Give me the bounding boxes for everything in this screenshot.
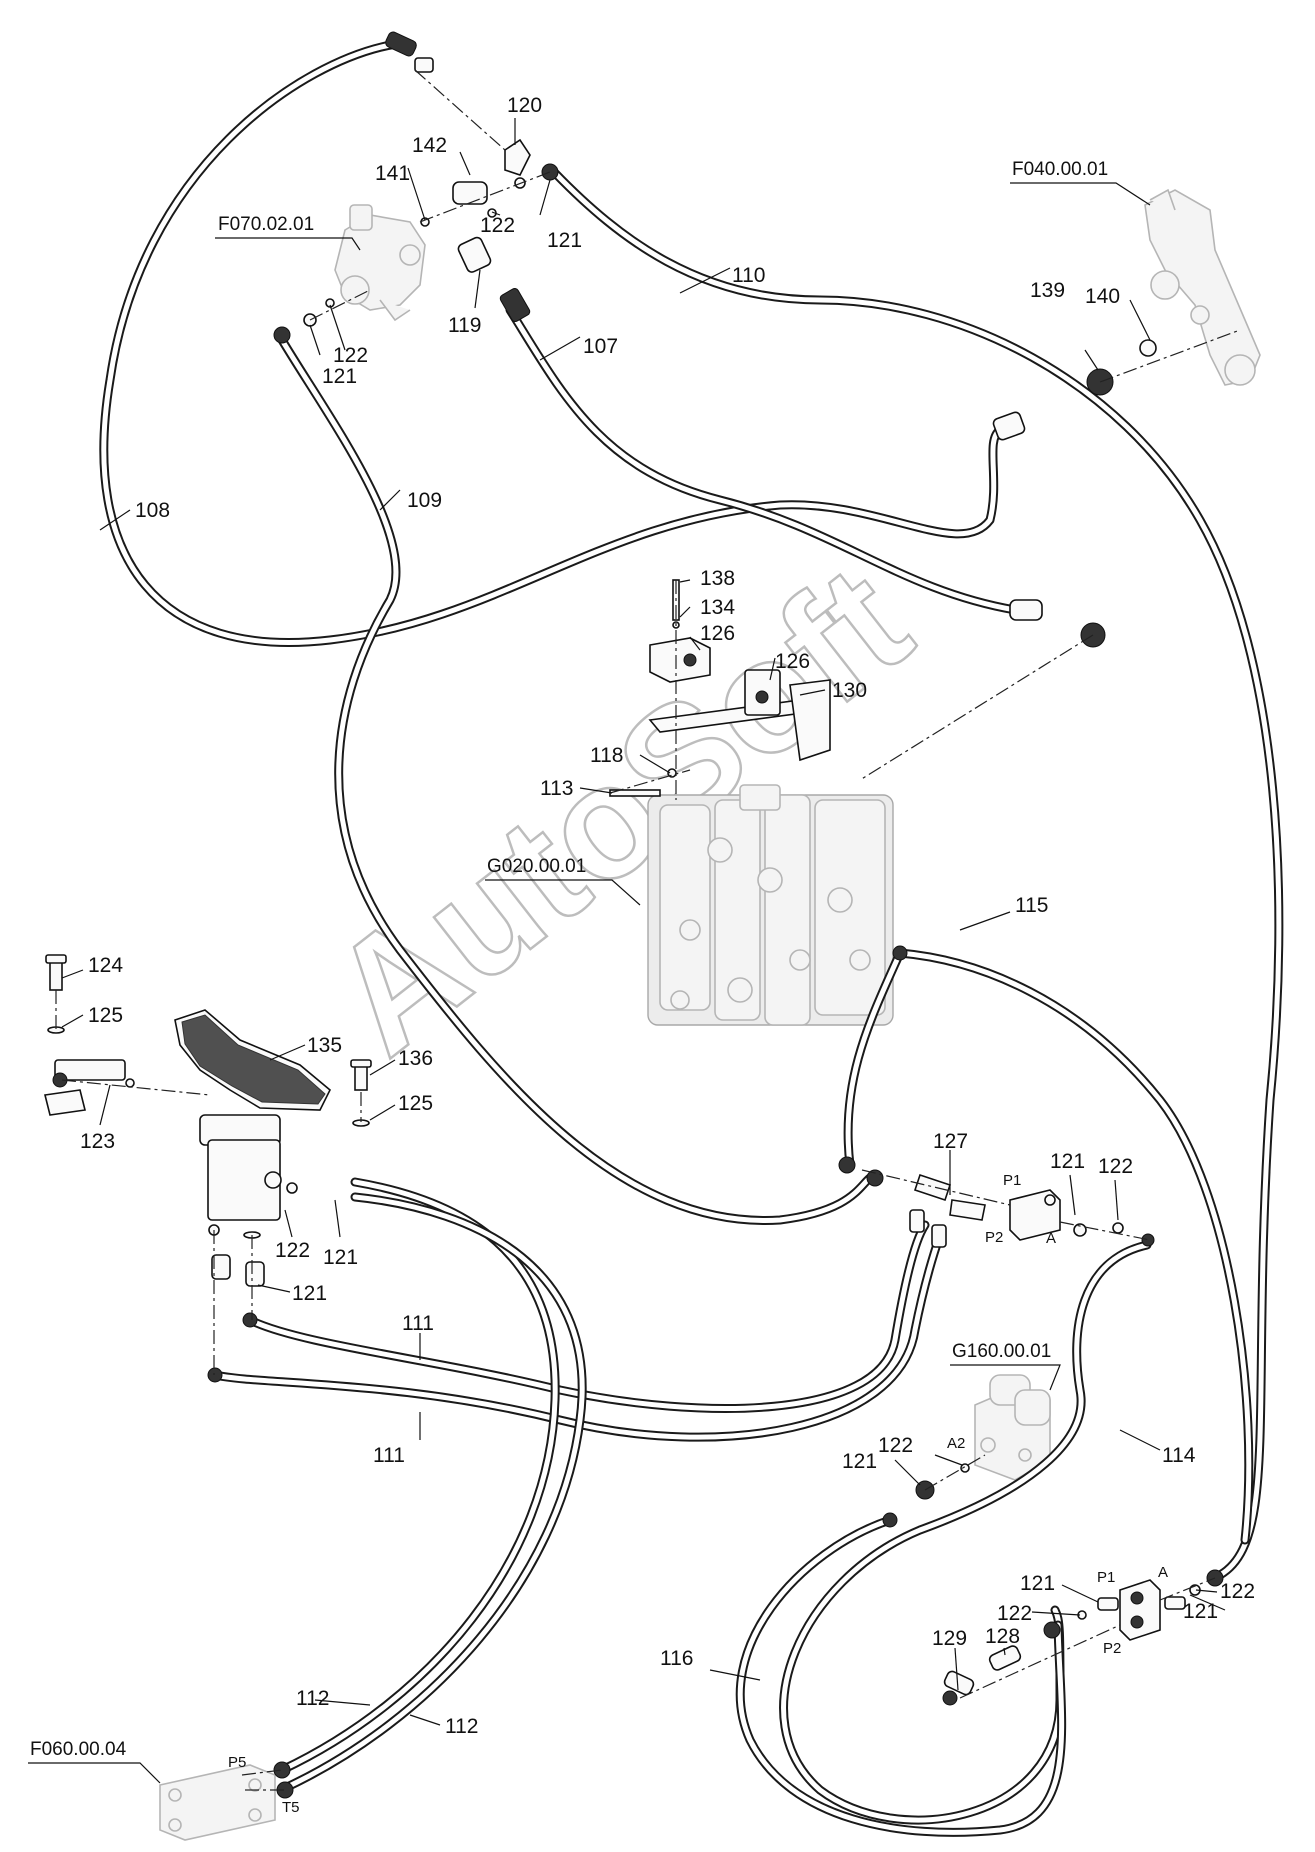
hose-114: [779, 1240, 1152, 1825]
callout-112-lower: 112: [445, 1715, 478, 1738]
callout-122-lower: 122: [997, 1602, 1032, 1625]
callout-122-pedal: 122: [275, 1239, 310, 1262]
callout-114: 114: [1162, 1444, 1196, 1467]
callout-127: 127: [933, 1130, 968, 1153]
control-valve-g020-assembly: [647, 784, 894, 1026]
callout-121-pedal-low: 121: [292, 1282, 327, 1305]
callout-116: 116: [660, 1647, 693, 1670]
callout-121-top: 121: [547, 229, 582, 252]
callout-142: 142: [412, 134, 447, 157]
callout-122-127: 122: [1098, 1155, 1133, 1178]
hose-110: [550, 168, 1284, 1580]
port-p2-lower: P2: [1103, 1640, 1121, 1657]
callout-126-block: 126: [700, 622, 735, 645]
hose-109: [277, 335, 880, 1225]
callout-113: 113: [540, 777, 573, 800]
callouts: 120 142 141 122 121 119 122 121 110 107 …: [80, 94, 1255, 1738]
callout-107: 107: [583, 335, 618, 358]
port-p5: P5: [228, 1754, 246, 1771]
port-labels: P1 P2 A A2 P1 A P2 P5 T5: [228, 1172, 1168, 1816]
valve-block-upper: [1009, 1189, 1061, 1241]
callout-123: 123: [80, 1130, 115, 1153]
pedal-assembly: [44, 954, 372, 1221]
ref-label-f040: F040.00.01: [1012, 159, 1108, 180]
callout-128: 128: [985, 1625, 1020, 1648]
hose-108: [99, 39, 1005, 648]
callout-121-g160: 121: [842, 1450, 877, 1473]
ref-label-g020: G020.00.01: [487, 856, 586, 877]
callout-136: 136: [398, 1047, 433, 1070]
callout-134: 134: [700, 596, 735, 619]
valve-block-lower: [1119, 1579, 1161, 1641]
callout-130: 130: [832, 679, 867, 702]
hose-111-lower: [210, 1230, 945, 1442]
callout-122-right: 122: [1220, 1580, 1255, 1603]
port-t5: T5: [282, 1799, 300, 1816]
callout-121-pedal: 121: [323, 1246, 358, 1269]
callout-141: 141: [375, 162, 410, 185]
ref-label-f070: F070.02.01: [218, 214, 314, 235]
port-p1-lower: P1: [1097, 1569, 1115, 1586]
hose-107: [505, 305, 1020, 615]
reference-labels: F070.02.01 F040.00.01 G020.00.01 G160.00…: [30, 159, 1108, 1760]
mounting-bracket-130: [609, 579, 831, 797]
callout-129: 129: [932, 1627, 967, 1650]
callout-121-lower: 121: [1020, 1572, 1055, 1595]
hose-111-upper: [245, 1220, 930, 1413]
pipe-f040-assembly: [1144, 188, 1261, 386]
hose-115: [843, 948, 1254, 1545]
callout-138: 138: [700, 567, 735, 590]
valve-g160-assembly: [974, 1374, 1051, 1481]
callout-135: 135: [307, 1034, 342, 1057]
callout-139: 139: [1030, 279, 1065, 302]
callout-109: 109: [407, 489, 442, 512]
callout-126-bracket: 126: [775, 650, 810, 673]
callout-111-upper: 111: [402, 1312, 434, 1335]
ref-label-g160: G160.00.01: [952, 1341, 1051, 1362]
hose-116: [735, 1515, 1067, 1837]
callout-108: 108: [135, 499, 170, 522]
callout-140: 140: [1085, 285, 1120, 308]
center-lines: [55, 69, 1241, 1791]
callout-110: 110: [732, 264, 765, 287]
callout-112-upper: 112: [296, 1687, 329, 1710]
callout-111-lower: 111: [373, 1444, 405, 1467]
port-a-upper: A: [1046, 1230, 1056, 1247]
callout-125-right: 125: [398, 1092, 433, 1115]
callout-125-left: 125: [88, 1004, 123, 1027]
leader-lines: [28, 118, 1226, 1784]
callout-124: 124: [88, 954, 123, 977]
callout-121-right: 121: [1183, 1600, 1218, 1623]
ref-label-f060: F060.00.04: [30, 1739, 127, 1760]
callout-120: 120: [507, 94, 542, 117]
hoses: [99, 39, 1284, 1837]
callout-122-g160: 122: [878, 1434, 913, 1457]
port-p2-upper: P2: [985, 1229, 1003, 1246]
callout-122-top: 122: [480, 214, 515, 237]
port-a-lower: A: [1158, 1564, 1168, 1581]
callout-122-left: 122: [333, 344, 368, 367]
callout-115: 115: [1015, 894, 1048, 917]
callout-121-127: 121: [1050, 1150, 1085, 1173]
callout-118: 118: [590, 744, 623, 767]
callout-119: 119: [448, 314, 481, 337]
port-a2: A2: [947, 1435, 965, 1452]
pump-f070-assembly: [334, 204, 426, 322]
block-f060-assembly: [159, 1764, 276, 1841]
port-p1-upper: P1: [1003, 1172, 1021, 1189]
hose-112-pair: [277, 1177, 587, 1793]
callout-121-left: 121: [322, 365, 357, 388]
